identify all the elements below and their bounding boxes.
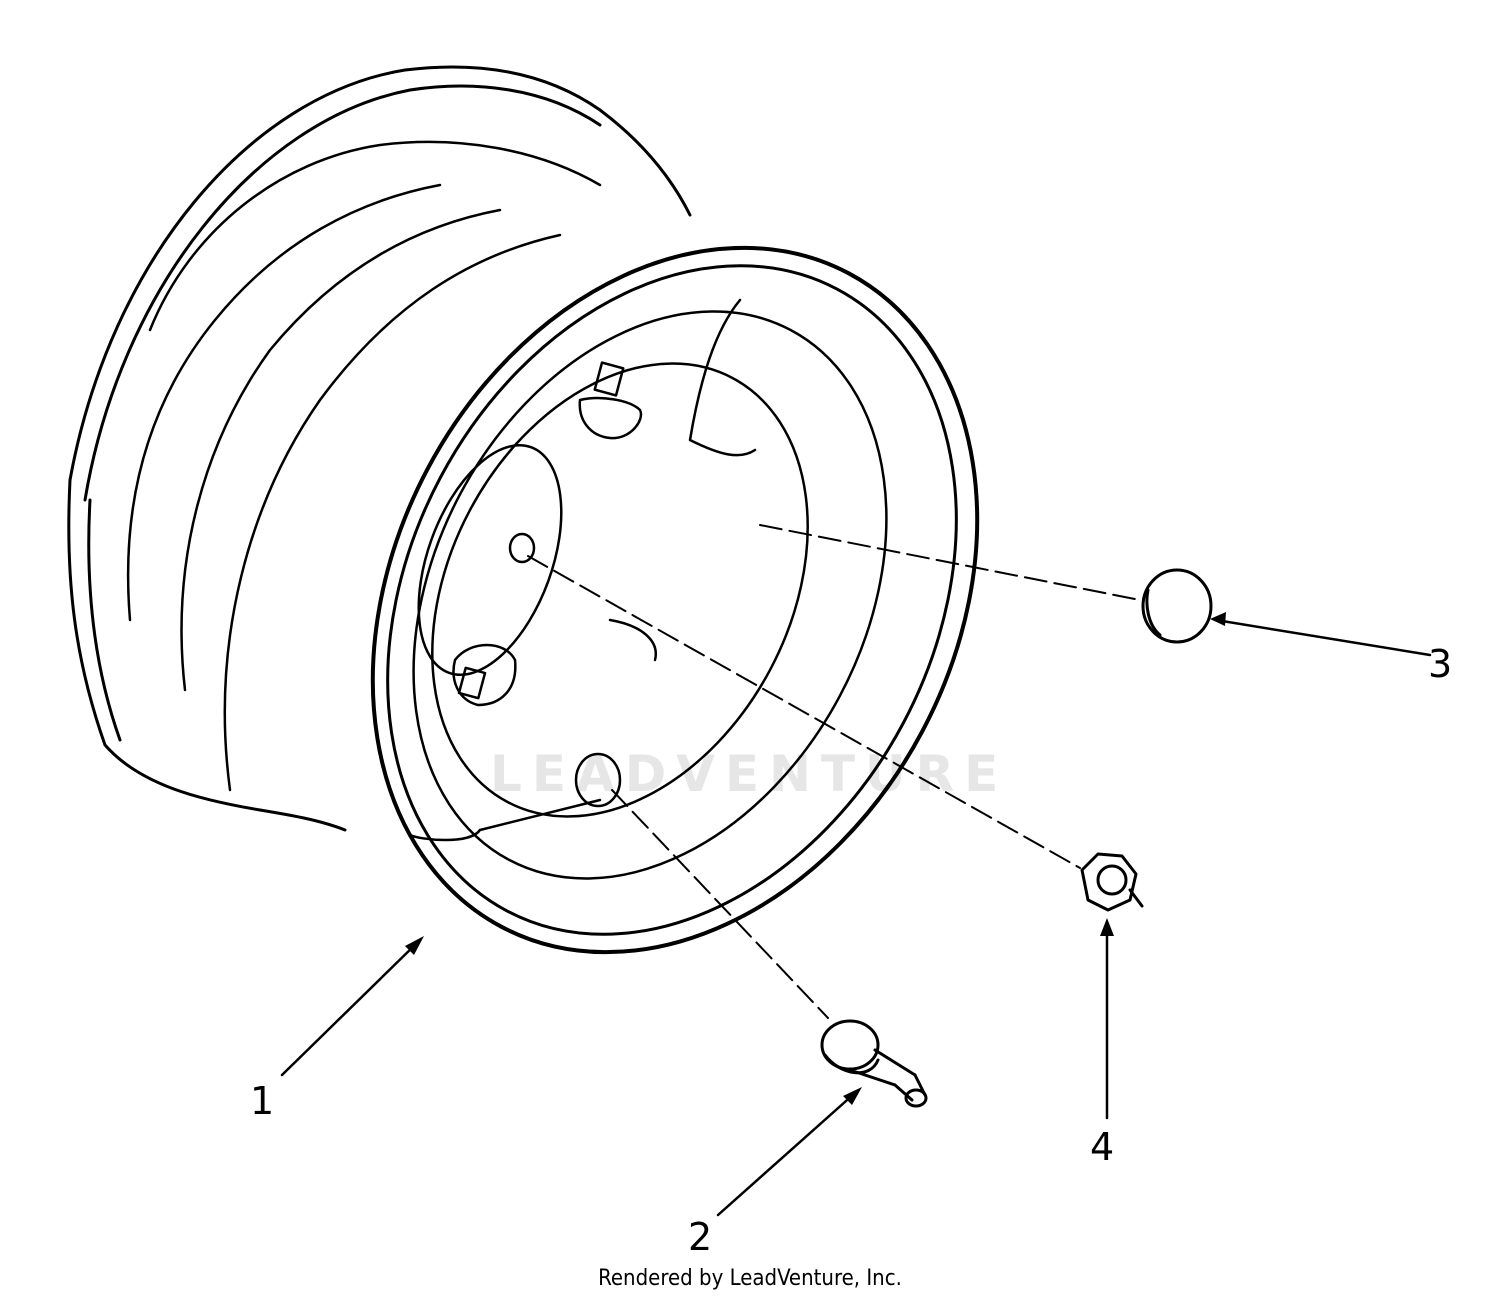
arrowhead-4 [1100,918,1114,936]
callout-number-4: 4 [1090,1125,1115,1169]
footer-credit: Rendered by LeadVenture, Inc. [598,1266,902,1291]
stud-hole-top [578,361,643,440]
leader-line-1 [280,940,420,1077]
assembly-dashed-lines [527,524,1141,1019]
callout-number-3: 3 [1428,642,1453,686]
dashed-line-hub-cap [759,524,1141,601]
wheel-rim [67,65,980,955]
leader-lines [280,618,1432,1217]
callout-number-1: 1 [250,1079,275,1123]
stud-hole-bottom [452,643,517,707]
leader-line-3 [1214,618,1432,657]
lug-nut [1080,852,1144,912]
leader-arrowheads [405,612,1226,1105]
hub-cap [1141,568,1213,644]
valve-hole [574,752,622,808]
leader-line-2 [716,1091,857,1217]
callout-number-2: 2 [688,1215,713,1259]
arrowhead-2 [843,1087,862,1105]
arrowhead-1 [405,936,424,955]
stud-hole-center [508,532,536,564]
arrowhead-3 [1210,612,1226,626]
dashed-line-lug-nut [527,555,1081,869]
valve-stem [820,1019,928,1108]
dashed-line-valve-stem [611,789,829,1019]
